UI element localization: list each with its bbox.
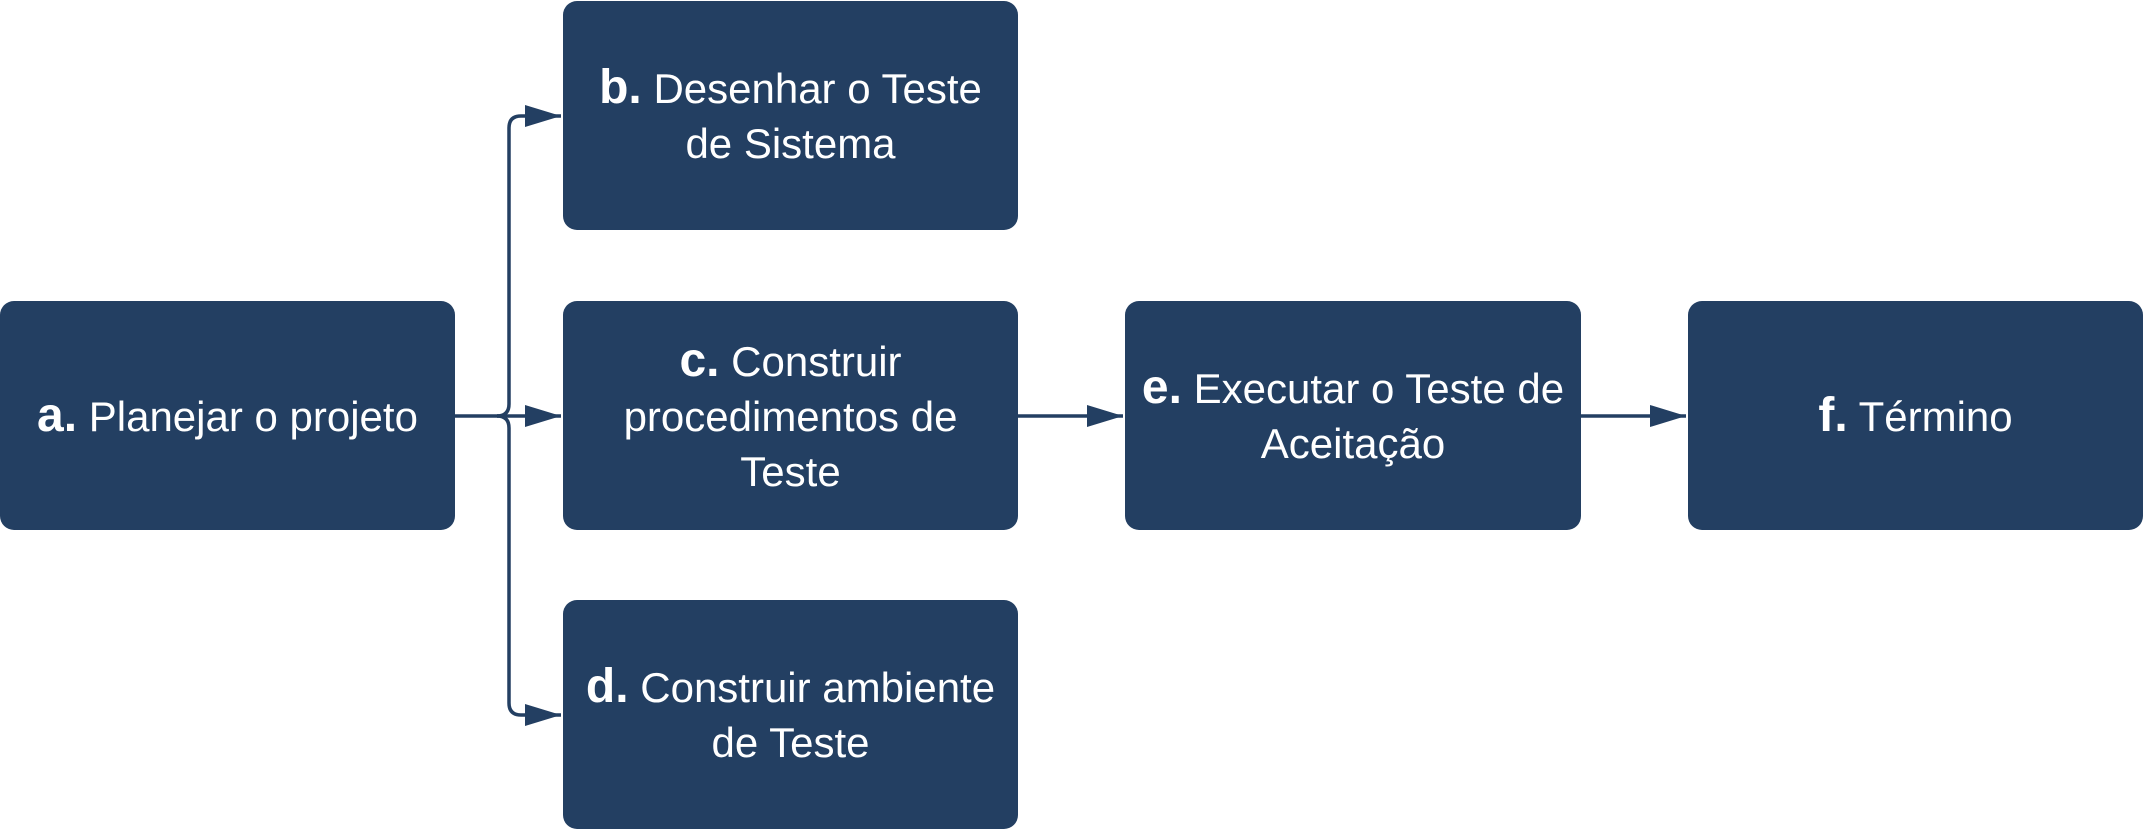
node-f-text: f. Término (1818, 388, 2012, 444)
node-e-text: e. Executar o Teste de Aceitação (1139, 360, 1567, 471)
node-d-letter: d. (585, 660, 629, 713)
node-e-letter: e. (1141, 361, 1182, 414)
connector-a-to-d (496, 414, 561, 726)
node-e-label: Executar o Teste de Aceitação (1193, 365, 1565, 467)
node-planejar-projeto: a. Planejar o projeto (0, 301, 455, 530)
node-termino: f. Término (1688, 301, 2143, 530)
node-construir-ambiente: d. Construir ambiente de Teste (563, 600, 1018, 829)
node-f-letter: f. (1818, 388, 1848, 442)
node-c-letter: c. (679, 333, 720, 387)
node-a-label: Planejar o projeto (88, 392, 418, 440)
node-d-label: Construir ambiente de Teste (640, 664, 996, 766)
node-f-label: Término (1858, 392, 2013, 440)
node-c-label: Construir procedimentos de Teste (623, 337, 958, 495)
node-c-text: c. Construir procedimentos de Teste (577, 333, 1004, 499)
node-executar-teste-aceitacao: e. Executar o Teste de Aceitação (1125, 301, 1581, 530)
node-a-text: a. Planejar o projeto (37, 388, 418, 444)
node-a-letter: a. (37, 388, 78, 442)
node-construir-procedimentos: c. Construir procedimentos de Teste (563, 301, 1018, 530)
node-b-letter: b. (599, 61, 642, 114)
node-b-label: Desenhar o Teste de Sistema (653, 65, 982, 167)
node-d-text: d. Construir ambiente de Teste (577, 659, 1004, 770)
node-desenhar-teste-sistema: b. Desenhar o Teste de Sistema (563, 1, 1018, 230)
connector-a-to-b (496, 105, 561, 418)
node-b-text: b. Desenhar o Teste de Sistema (593, 60, 988, 171)
